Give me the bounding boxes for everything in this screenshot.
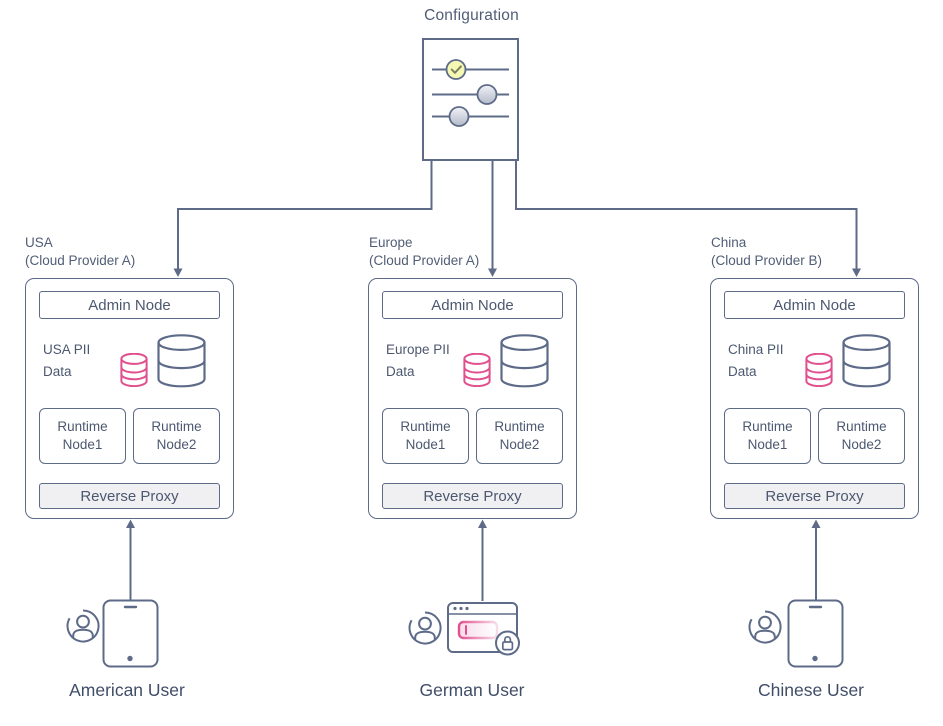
pii-database-icon	[805, 353, 833, 387]
pii-data-label: China PII Data	[728, 342, 784, 379]
region-name: Europe	[369, 235, 413, 250]
user-label-american: American User	[69, 680, 185, 700]
admin-node-box: Admin Node	[39, 291, 220, 319]
person-icon	[66, 609, 100, 643]
database-icon	[500, 334, 549, 388]
region-label-usa: USA (Cloud Provider A)	[25, 234, 135, 269]
pii-database-icon	[463, 353, 491, 387]
runtime-node2-box: Runtime Node2	[476, 408, 563, 464]
region-name: USA	[25, 235, 53, 250]
lock-icon	[501, 636, 514, 651]
user-label-german: German User	[419, 680, 525, 700]
admin-node-box: Admin Node	[724, 291, 905, 319]
runtime-node1-box: Runtime Node1	[39, 408, 126, 464]
region-card-china: Admin Node China PII Data Runtime Node1 …	[710, 278, 919, 519]
pii-database-icon	[120, 353, 148, 387]
user-label-chinese: Chinese User	[757, 680, 865, 700]
database-icon	[157, 334, 206, 388]
region-card-europe: Admin Node Europe PII Data Runtime Node1…	[368, 278, 577, 519]
login-input-field	[457, 620, 499, 640]
check-icon	[450, 65, 462, 74]
database-icon	[842, 334, 891, 388]
browser-secure-login-icon	[447, 602, 520, 656]
region-provider: (Cloud Provider B)	[711, 252, 823, 268]
region-name: China	[711, 235, 747, 250]
pii-data-label: USA PII Data	[43, 342, 91, 379]
runtime-node2-box: Runtime Node2	[133, 408, 220, 464]
region-label-europe: Europe (Cloud Provider A)	[369, 234, 479, 269]
configuration-node	[422, 38, 519, 161]
region-provider: (Cloud Provider A)	[369, 252, 480, 268]
runtime-node1-box: Runtime Node1	[724, 408, 811, 464]
configuration-title: Configuration	[424, 7, 519, 24]
pii-data-label: Europe PII Data	[386, 342, 450, 379]
tablet-device-icon	[787, 599, 844, 668]
region-card-usa: Admin Node USA PII Data Runtime Node1 Ru…	[25, 278, 234, 519]
region-provider: (Cloud Provider A)	[25, 252, 136, 268]
sliders-settings-icon	[432, 59, 509, 127]
runtime-node1-box: Runtime Node1	[382, 408, 469, 464]
runtime-node2-box: Runtime Node2	[818, 408, 905, 464]
reverse-proxy-box: Reverse Proxy	[39, 483, 220, 509]
person-icon	[408, 611, 442, 645]
tablet-device-icon	[102, 599, 159, 668]
admin-node-box: Admin Node	[382, 291, 563, 319]
reverse-proxy-box: Reverse Proxy	[724, 483, 905, 509]
region-label-china: China (Cloud Provider B)	[711, 234, 822, 269]
person-icon	[748, 610, 782, 644]
reverse-proxy-box: Reverse Proxy	[382, 483, 563, 509]
